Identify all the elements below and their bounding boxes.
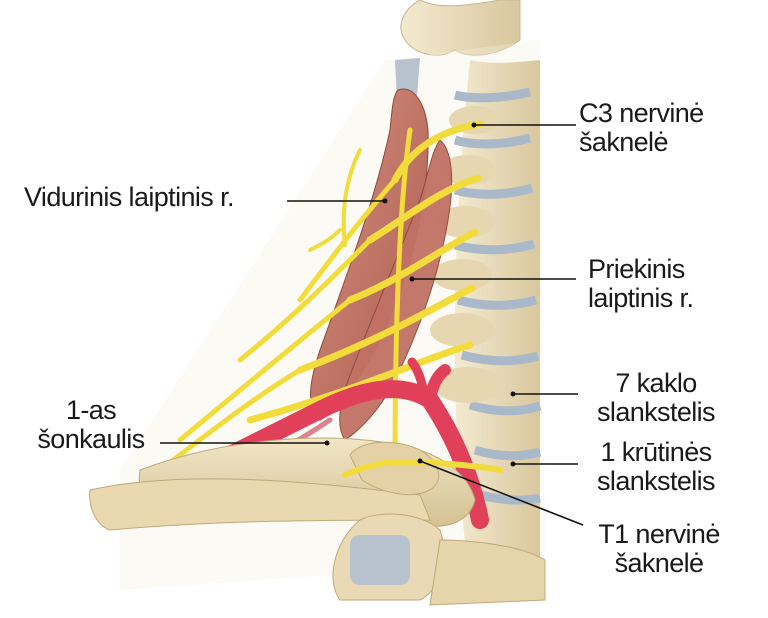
first-rib-label-line2: šonkaulis: [37, 424, 145, 454]
t1-nerve-root-label: T1 nervinė šaknelė: [584, 520, 734, 578]
c7-vertebra-label-line1: 7 kaklo: [615, 368, 697, 398]
middle-scalene-label-line1: Vidurinis laiptinis r.: [24, 182, 235, 212]
t1-vertebra-label: 1 krūtinės slankstelis: [583, 438, 729, 496]
first-rib-label-line1: 1-as: [65, 395, 117, 425]
t1-nerve-root: [342, 458, 503, 478]
anterior-scalene-label: Priekinis laiptinis r.: [588, 254, 694, 313]
t1-nerve-root-label-line2: šaknelė: [614, 548, 704, 578]
anterior-scalene-label-line2: laiptinis r.: [588, 283, 694, 313]
first-rib-head: [349, 441, 440, 496]
c3-nerve-root-label: C3 nervinė šaknelė: [579, 99, 704, 157]
leader-lines: [160, 122, 584, 526]
skull-base: [400, 0, 521, 56]
anterior-scalene-label-line1: Priekinis: [588, 254, 685, 284]
t1-vertebra-label-line1: 1 krūtinės: [600, 437, 712, 467]
second-rib: [429, 539, 546, 606]
c3-nerve-root-label-line1: C3 nervinė: [579, 98, 704, 128]
c7-vertebra-label: 7 kaklo slankstelis: [586, 369, 726, 427]
middle-scalene-label: Vidurinis laiptinis r.: [24, 182, 235, 212]
c3-nerve-root-label-line2: šaknelė: [579, 127, 668, 157]
t1-vertebra-label-line2: slankstelis: [597, 466, 716, 496]
t1-nerve-root-label-line1: T1 nervinė: [598, 519, 720, 549]
first-rib-label: 1-as šonkaulis: [25, 396, 157, 454]
vertebral-column: [430, 60, 542, 580]
costal-cartilage: [350, 535, 410, 585]
c7-vertebra-label-line2: slankstelis: [597, 397, 716, 427]
